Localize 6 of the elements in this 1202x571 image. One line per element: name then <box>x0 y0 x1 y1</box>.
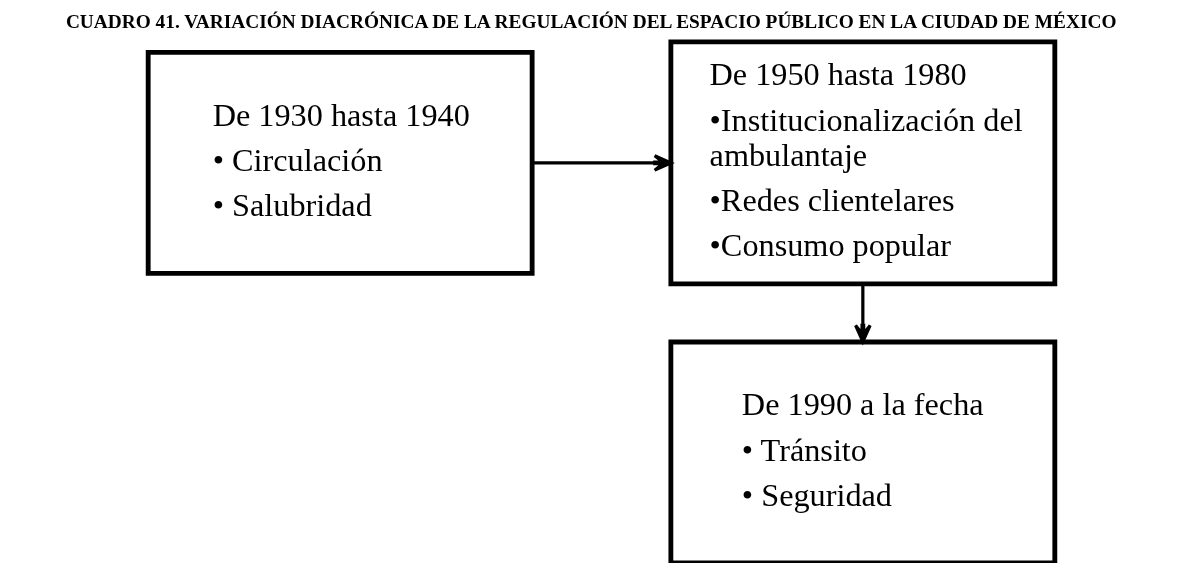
arrow <box>532 154 672 172</box>
node-box: De 1990 a la fecha • Tránsito • Seguridad <box>667 339 1057 563</box>
node-box: De 1950 hasta 1980 •Institucionalización del ambulantaje •Redes clientelares •Consumo popular <box>667 39 1057 287</box>
diagram-title: CUADRO 41. VARIACIÓN DIACRÓNICA DE LA REGULACIÓN DEL ESPACIO PÚBLICO EN LA CIUDAD DE MÉXICO <box>65 11 1117 33</box>
node-box: De 1930 hasta 1940 • Circulación • Salubridad <box>145 49 535 276</box>
arrow <box>853 284 872 344</box>
